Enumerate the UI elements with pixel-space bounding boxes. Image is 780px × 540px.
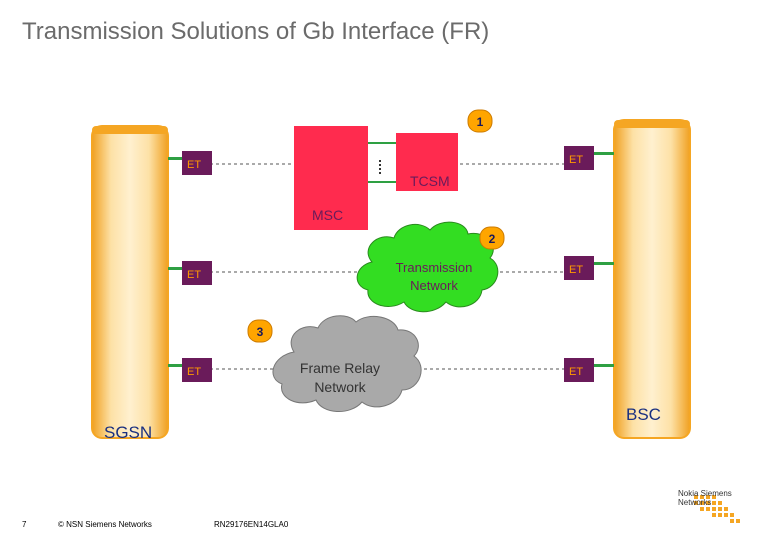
et-label: ET [569,154,583,166]
et-label: ET [569,366,583,378]
badge-3 [247,319,273,343]
badge-1-label: 1 [477,115,484,129]
page-number: 7 [22,520,27,529]
nsn-logo-icon [694,495,740,523]
tcsm-node [396,133,458,191]
bsc-label: BSC [626,405,661,424]
page-title: Transmission Solutions of Gb Interface (… [22,18,490,45]
tcsm-label: TCSM [410,173,450,189]
connection-lines [210,163,565,370]
badge-2 [479,226,505,250]
sgsn-label: SGSN [104,423,152,442]
et-label: ET [187,269,201,281]
msc-node [294,126,368,230]
bsc-node [613,119,691,439]
transmission-network-label: Network [410,278,458,293]
doc-code: RN29176EN14GLA0 [214,520,289,529]
transmission-network-cloud [356,221,499,313]
et-boxes [182,146,594,382]
sgsn-node [91,125,169,439]
badge-2-label: 2 [489,232,496,246]
et-label: ET [187,159,201,171]
copyright: © NSN Siemens Networks [58,520,152,529]
msc-tcsm-links [368,142,396,183]
badge-3-label: 3 [257,325,264,339]
frame-relay-label: Frame Relay [300,360,380,376]
msc-label: MSC [312,207,343,223]
frame-relay-cloud [272,315,422,412]
et-label: ET [187,366,201,378]
transmission-network-label: Transmission [396,260,473,275]
frame-relay-label: Network [314,379,366,395]
logo-text: Networks [678,498,711,507]
logo-text: Nokia Siemens [678,489,732,498]
et-label: ET [569,264,583,276]
badge-1 [467,109,493,133]
et-edge-marks [168,152,614,367]
